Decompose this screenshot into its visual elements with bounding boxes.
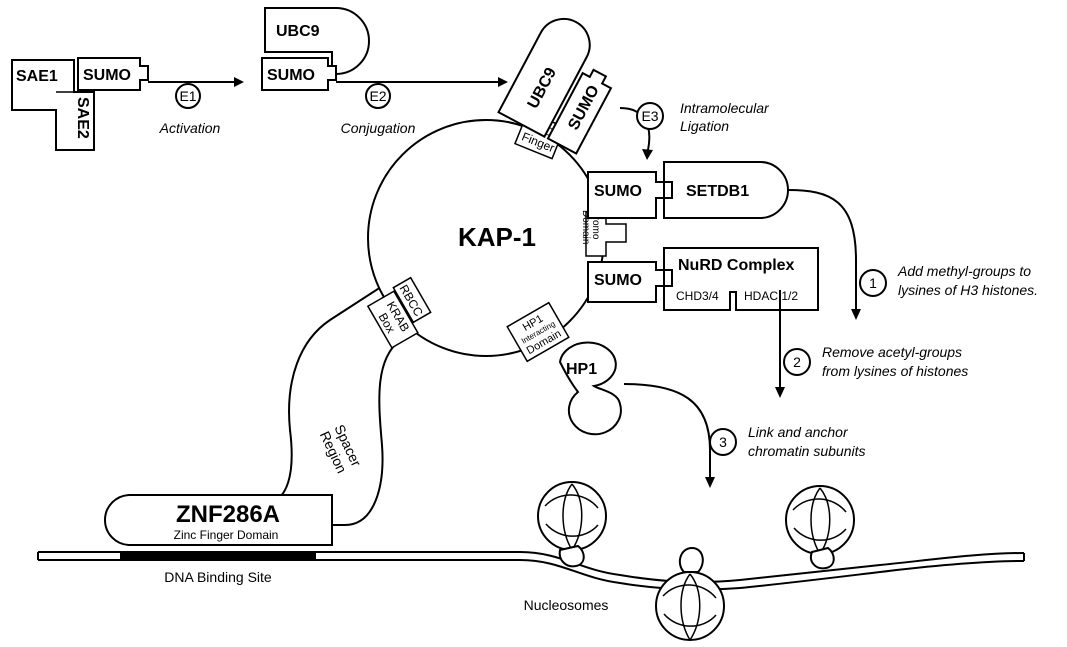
outcome-2-line1: Remove acetyl-groups xyxy=(822,344,962,360)
outcome-3-num: 3 xyxy=(719,434,727,450)
outcome-2-line2: from lysines of histones xyxy=(822,363,968,379)
hp1-protein: HP1 xyxy=(560,343,621,435)
e2-label: E2 xyxy=(369,88,386,104)
arrow-e1: E1 Activation xyxy=(148,77,244,136)
activation-label: Activation xyxy=(159,120,221,136)
outcome-1-line1: Add methyl-groups to xyxy=(897,263,1031,279)
outcome-2-num: 2 xyxy=(793,354,801,370)
sumo-label-setdb1: SUMO xyxy=(594,183,642,200)
setdb1-complex: SUMO SETDB1 xyxy=(588,162,788,218)
sumo-label-e2: SUMO xyxy=(267,67,315,84)
hp1-shape xyxy=(560,343,621,435)
outcome-1-line2: lysines of H3 histones. xyxy=(898,282,1038,298)
ubc9-label-e2: UBC9 xyxy=(276,23,320,40)
kap1-label: KAP-1 xyxy=(458,222,536,252)
dna-binding-site-bar xyxy=(120,552,316,560)
sumo-label-e1: SUMO xyxy=(83,67,131,84)
nucleosome-3 xyxy=(786,486,854,568)
e1-label: E1 xyxy=(179,88,196,104)
arrow-e3: E3 Intramolecular Ligation xyxy=(620,100,770,160)
outcome-1-num: 1 xyxy=(869,275,877,291)
hp1-label: HP1 xyxy=(566,361,597,378)
dna-binding-site-label: DNA Binding Site xyxy=(164,569,272,585)
nurd-label: NuRD Complex xyxy=(678,257,795,274)
spacer-region-label: Spacer Region xyxy=(317,422,365,476)
e3-desc-2: Ligation xyxy=(680,118,729,134)
sae1-label: SAE1 xyxy=(16,68,58,85)
nucleosome-1 xyxy=(538,482,606,566)
sae2-label: SAE2 xyxy=(74,97,91,139)
outcome-1: 1 Add methyl-groups to lysines of H3 his… xyxy=(788,190,1038,320)
outcome-3-line2: chromatin subunits xyxy=(748,443,866,459)
nurd-complex: SUMO NuRD Complex CHD3/4 HDAC 1/2 xyxy=(588,248,818,310)
nucleosome-2 xyxy=(656,548,724,640)
e3-label: E3 xyxy=(641,108,658,124)
e1-complex: SAE1 SUMO SAE2 xyxy=(12,58,148,150)
znf286a-label: ZNF286A xyxy=(176,501,280,528)
conjugation-label: Conjugation xyxy=(341,120,416,136)
e3-desc-1: Intramolecular xyxy=(680,100,770,116)
sumo-label-nurd: SUMO xyxy=(594,272,642,289)
nucleosomes-label: Nucleosomes xyxy=(524,597,609,613)
setdb1-label: SETDB1 xyxy=(686,183,749,200)
outcome-3: 3 Link and anchor chromatin subunits xyxy=(624,384,866,488)
znf286a-protein: ZNF286A Zinc Finger Domain xyxy=(105,495,332,545)
chd-label: CHD3/4 xyxy=(676,289,719,303)
e2-complex: UBC9 SUMO xyxy=(262,8,369,90)
outcome-3-line1: Link and anchor xyxy=(748,424,849,440)
spacer-line-outer xyxy=(200,285,384,505)
znf286a-sub: Zinc Finger Domain xyxy=(174,528,279,542)
hdac-label: HDAC 1/2 xyxy=(744,289,798,303)
dna-strand: DNA Binding Site xyxy=(38,552,1024,590)
